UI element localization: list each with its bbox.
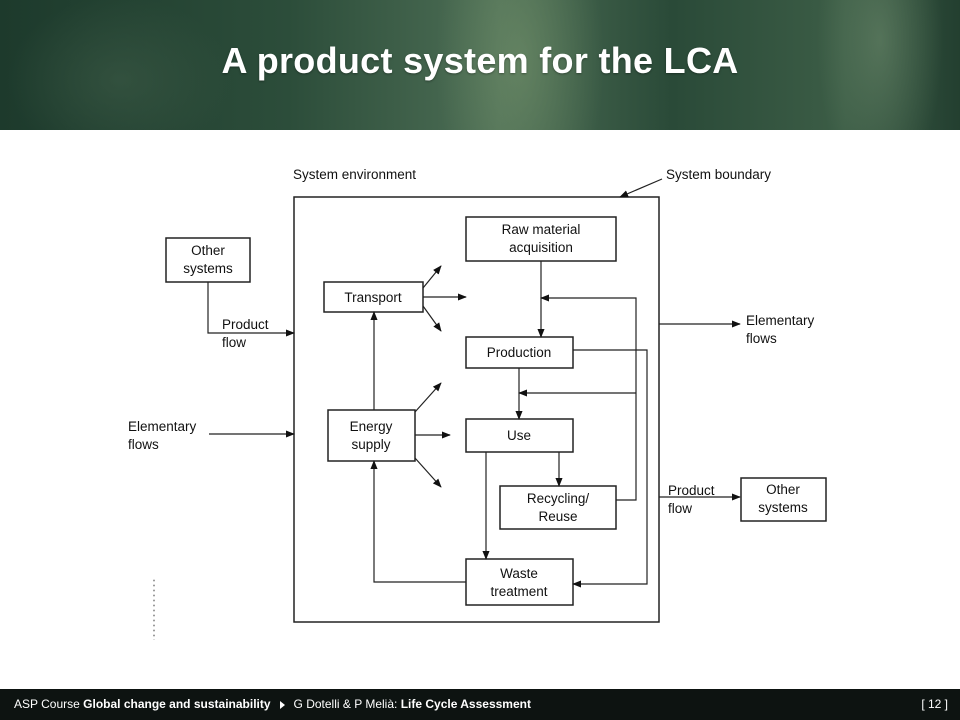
- product-flow-out-label-1: Product: [668, 483, 715, 498]
- elementary-flows-in-label-1: Elementary: [128, 419, 197, 434]
- waste-to-energy-arrow: [370, 460, 466, 583]
- elementary-flows-out-label-2: flows: [746, 331, 777, 346]
- elementary-flows-out-label-1: Elementary: [746, 313, 815, 328]
- energy-supply-box: [327, 409, 416, 462]
- transport-label: Transport: [344, 290, 402, 305]
- slide-header: A product system for the LCA: [0, 0, 960, 130]
- decorative-dots: [152, 578, 156, 640]
- triangle-separator-icon: [279, 700, 285, 709]
- system-boundary-box: [293, 196, 660, 623]
- recycling-label-1: Recycling/: [527, 491, 590, 506]
- other-systems-right-label-1: Other: [766, 482, 800, 497]
- transport-arrow-up: [422, 265, 442, 289]
- energy-supply-label-1: Energy: [350, 419, 393, 434]
- boundary-pointer-arrow: [619, 178, 663, 198]
- energy-supply-label-2: supply: [351, 437, 390, 452]
- other-systems-right-box: [740, 477, 827, 522]
- product-flow-out-label-2: flow: [668, 501, 692, 516]
- use-box: [465, 418, 574, 453]
- waste-treatment-label-1: Waste: [500, 566, 538, 581]
- footer-course-name: Global change and sustainability: [83, 697, 271, 711]
- raw-material-box: [465, 216, 617, 262]
- footer-authors: G Dotelli & P Melià:: [293, 697, 401, 711]
- production-to-waste-line: [572, 349, 648, 588]
- product-flow-in-label-1: Product: [222, 317, 269, 332]
- use-label: Use: [507, 428, 531, 443]
- slide-footer: ASP Course Global change and sustainabil…: [0, 689, 960, 720]
- raw-material-label-2: acquisition: [509, 240, 573, 255]
- page-number: [ 12 ]: [921, 697, 948, 711]
- energy-arrow-up: [414, 382, 442, 413]
- footer-left: ASP Course Global change and sustainabil…: [14, 697, 531, 711]
- other-systems-left-box: [165, 237, 251, 283]
- recycling-to-production-loop: [540, 294, 637, 501]
- product-flow-in-label-2: flow: [222, 335, 246, 350]
- footer-topic: Life Cycle Assessment: [400, 697, 531, 711]
- product-flow-in-arrow: [207, 282, 295, 337]
- elementary-flows-in-label-2: flows: [128, 437, 159, 452]
- recycling-box: [499, 485, 617, 530]
- other-systems-right-label-2: systems: [758, 500, 808, 515]
- system-boundary-label: System boundary: [666, 167, 771, 182]
- recycling-label-2: Reuse: [538, 509, 577, 524]
- production-label: Production: [487, 345, 552, 360]
- other-systems-left-label-1: Other: [191, 243, 225, 258]
- other-systems-left-label-2: systems: [183, 261, 233, 276]
- raw-material-label-1: Raw material: [502, 222, 581, 237]
- system-environment-label: System environment: [293, 167, 416, 182]
- slide-title: A product system for the LCA: [221, 40, 739, 81]
- energy-arrow-down: [414, 457, 442, 488]
- transport-arrow-down: [422, 305, 442, 332]
- waste-treatment-label-2: treatment: [490, 584, 547, 599]
- footer-course-prefix: ASP Course: [14, 697, 84, 711]
